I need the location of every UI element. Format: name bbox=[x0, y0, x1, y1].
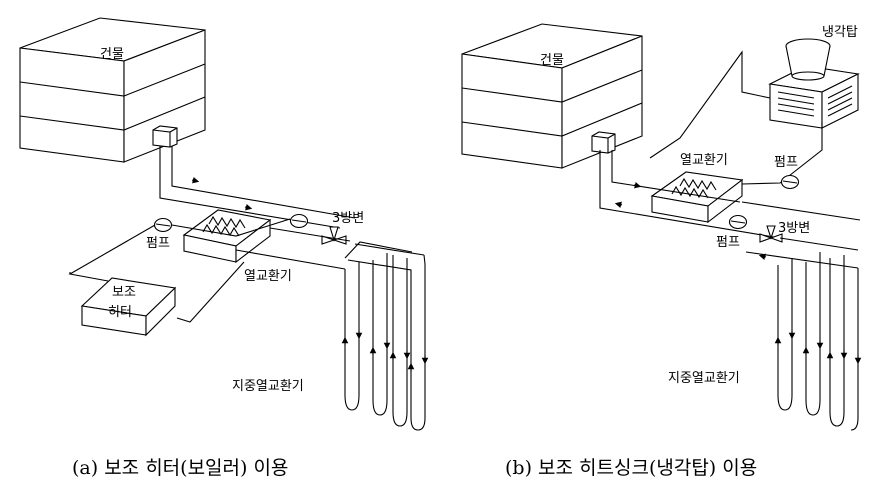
three-way-valve-a bbox=[321, 226, 347, 245]
valve-a-label: 3방변 bbox=[332, 211, 364, 226]
ground-hx-b-label: 지중열교환기 bbox=[668, 371, 740, 386]
heat-exchanger-a-label: 열교환기 bbox=[244, 269, 292, 284]
heat-exchanger-b bbox=[650, 171, 744, 224]
pump-b-bottom bbox=[728, 214, 748, 230]
pump-a-label: 펌프 bbox=[146, 236, 170, 251]
ground-hx-a bbox=[341, 243, 429, 431]
building-a-label: 건물 bbox=[100, 47, 124, 62]
ground-hx-a-label: 지중열교환기 bbox=[232, 379, 304, 394]
building-b bbox=[461, 23, 643, 169]
cooling-tower-label: 냉각탑 bbox=[822, 25, 858, 40]
aux-heater bbox=[80, 277, 177, 337]
building-a bbox=[19, 17, 206, 163]
diagram-a: 건물 열교환기 펌프 3방변 bbox=[19, 17, 429, 479]
heat-exchanger-b-label: 열교환기 bbox=[680, 153, 728, 168]
pump-b-top bbox=[780, 174, 800, 190]
cooling-tower bbox=[768, 38, 860, 129]
caption-b: (b) 보조 히트싱크(냉각탑) 이용 bbox=[505, 457, 757, 479]
aux-heater-label-2: 히터 bbox=[108, 305, 132, 320]
pump-a-right bbox=[289, 213, 309, 229]
pump-b-top-label: 펌프 bbox=[774, 155, 798, 170]
pump-a-left bbox=[153, 217, 173, 233]
caption-a: (a) 보조 히터(보일러) 이용 bbox=[72, 457, 288, 479]
valve-b-label: 3방변 bbox=[778, 221, 810, 236]
diagram-b: 건물 냉각탑 열교환기 펌프 bbox=[461, 23, 862, 479]
building-b-label: 건물 bbox=[540, 53, 564, 68]
ground-hx-b bbox=[774, 252, 862, 431]
pump-b-bottom-label: 펌프 bbox=[716, 235, 740, 250]
aux-heater-label-1: 보조 bbox=[112, 285, 136, 300]
